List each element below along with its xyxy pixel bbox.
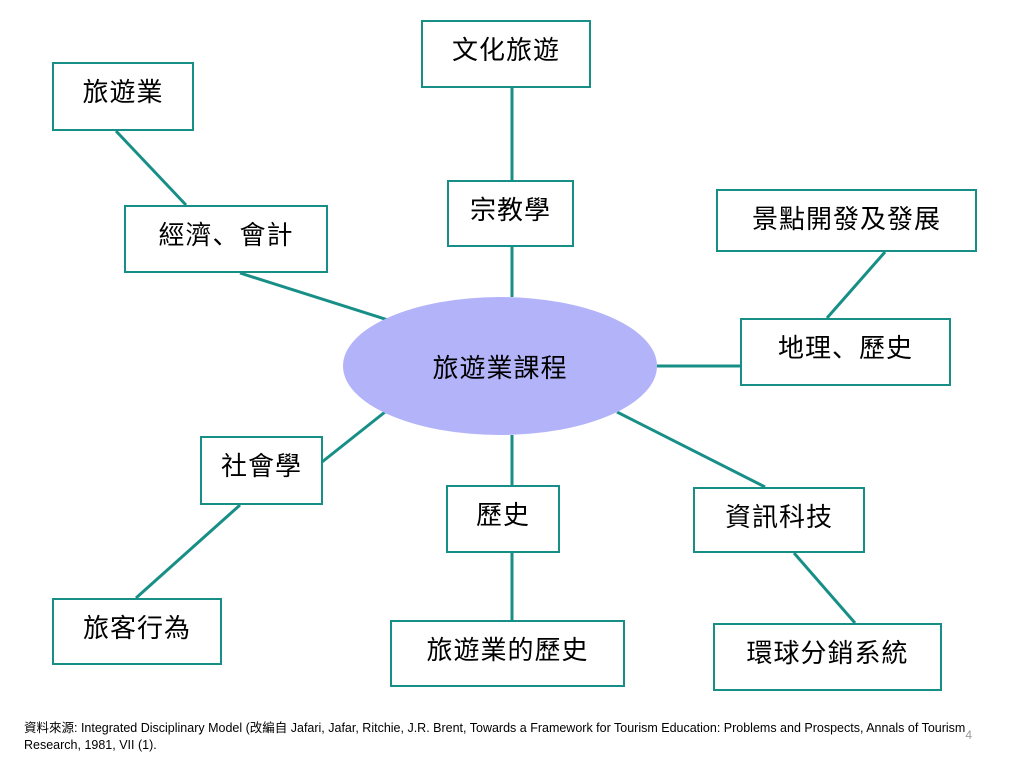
node-tourism-industry-label: 旅遊業 bbox=[82, 78, 164, 108]
node-info-tech: 資訊科技 bbox=[693, 487, 865, 553]
node-geography-history: 地理、歷史 bbox=[740, 318, 951, 386]
node-traveler-behavior: 旅客行為 bbox=[52, 598, 222, 665]
node-cultural-tourism-label: 文化旅遊 bbox=[451, 36, 560, 66]
node-tourism-history-label: 旅遊業的歷史 bbox=[426, 636, 589, 666]
line-industry-economics bbox=[114, 129, 188, 207]
node-religion: 宗教學 bbox=[447, 180, 574, 247]
source-citation: 資料來源: Integrated Disciplinary Model (改編自… bbox=[24, 721, 966, 752]
node-info-tech-label: 資訊科技 bbox=[724, 503, 833, 533]
node-geography-history-label: 地理、歷史 bbox=[777, 334, 913, 364]
node-sociology: 社會學 bbox=[200, 436, 323, 505]
node-history: 歷史 bbox=[446, 485, 560, 553]
node-religion-label: 宗教學 bbox=[469, 196, 551, 226]
node-traveler-behavior-label: 旅客行為 bbox=[82, 614, 191, 644]
node-sociology-label: 社會學 bbox=[220, 452, 302, 482]
line-attraction-geography bbox=[825, 251, 887, 319]
line-sociology-traveler bbox=[135, 503, 241, 600]
node-economics-accounting-label: 經濟、會計 bbox=[158, 221, 294, 251]
node-history-label: 歷史 bbox=[475, 501, 530, 531]
node-gds-label: 環球分銷系統 bbox=[746, 639, 909, 669]
page-number: 4 bbox=[965, 728, 972, 742]
center-ellipse: 旅遊業課程 bbox=[343, 297, 657, 435]
center-label: 旅遊業課程 bbox=[432, 353, 568, 384]
node-economics-accounting: 經濟、會計 bbox=[124, 205, 328, 273]
node-cultural-tourism: 文化旅遊 bbox=[421, 20, 591, 88]
node-tourism-industry: 旅遊業 bbox=[52, 62, 194, 131]
line-center-sociology bbox=[321, 410, 386, 464]
node-attraction-development-label: 景點開發及發展 bbox=[751, 205, 941, 235]
line-center-infotech bbox=[616, 410, 766, 489]
line-economics-center bbox=[239, 271, 389, 322]
node-attraction-development: 景點開發及發展 bbox=[716, 189, 977, 252]
node-tourism-history: 旅遊業的歷史 bbox=[390, 620, 625, 687]
line-infotech-gds bbox=[792, 552, 857, 624]
node-gds: 環球分銷系統 bbox=[713, 623, 942, 691]
